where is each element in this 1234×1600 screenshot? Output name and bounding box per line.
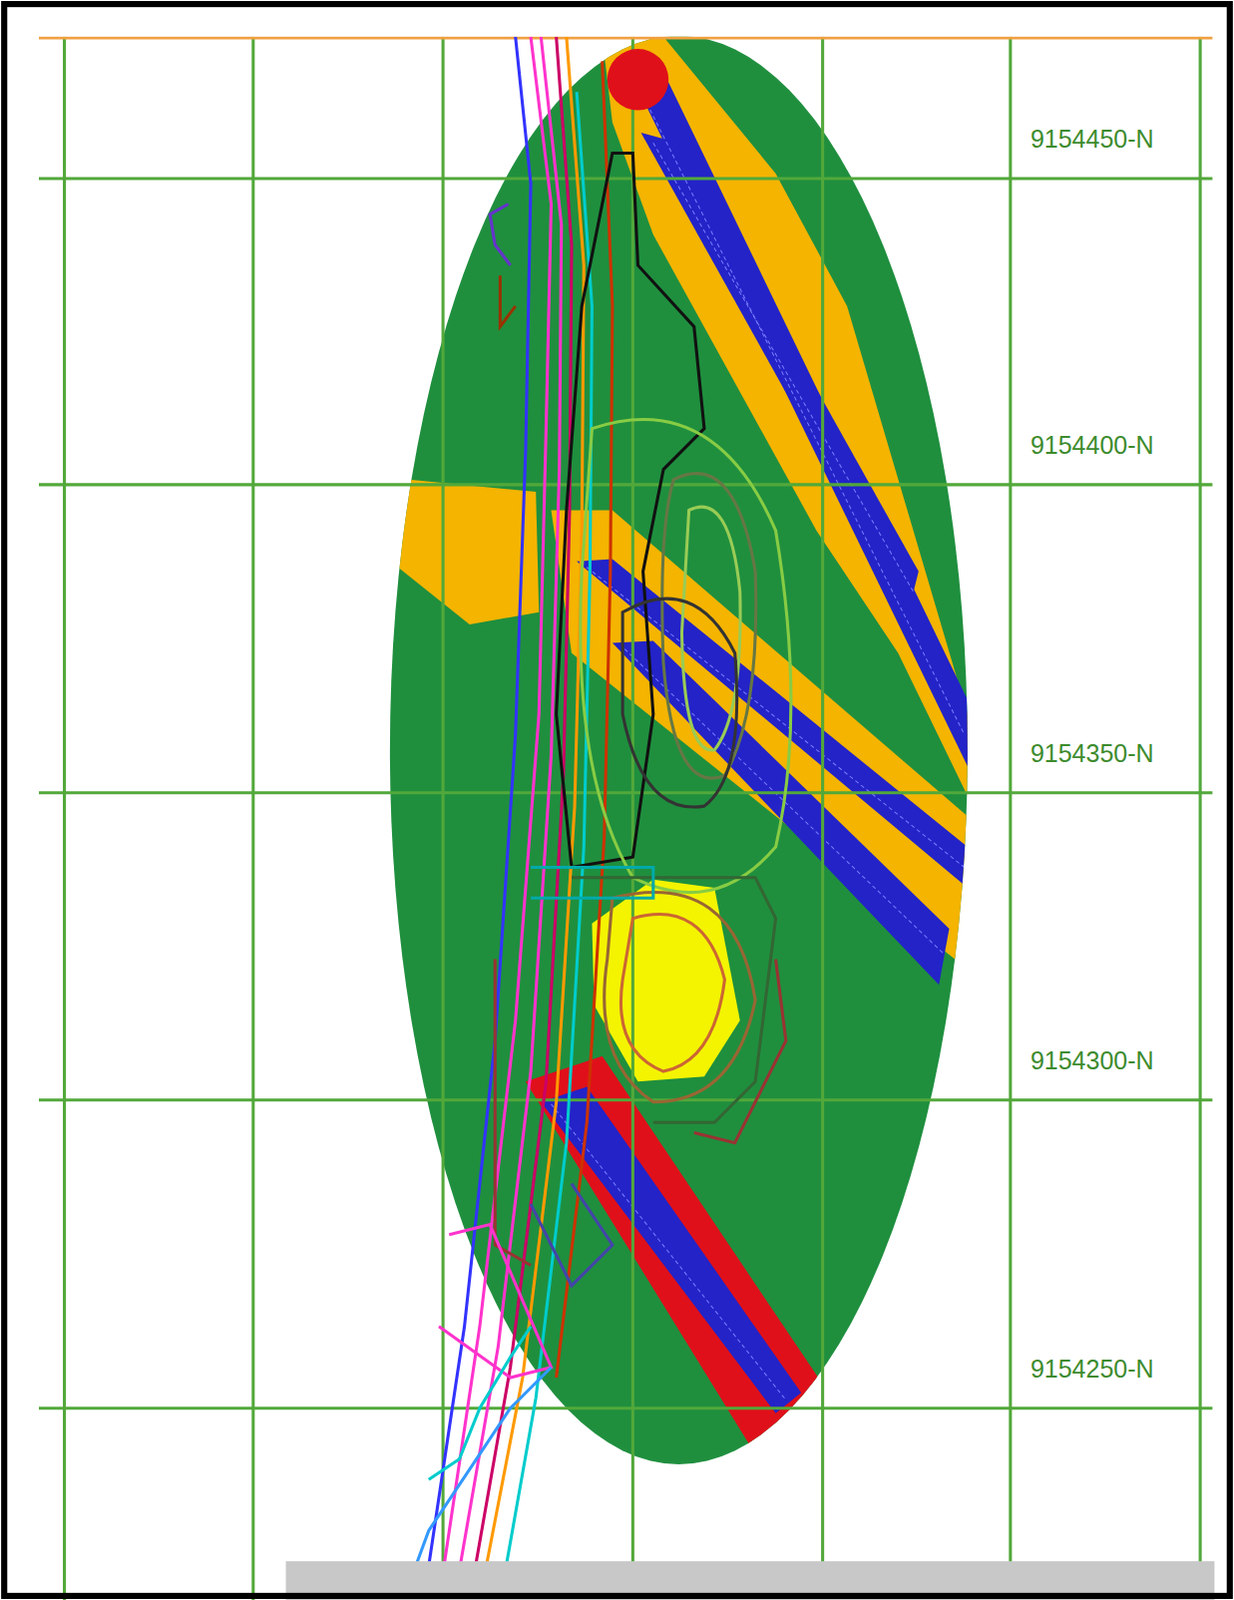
- map-shape: [586, 567, 964, 868]
- pit-linework: [403, 36, 792, 1600]
- map-shape: [494, 959, 531, 1266]
- northing-label: 9154250-N: [1028, 1355, 1157, 1384]
- map-shape: [1199, 36, 1203, 1600]
- northing-label: 9154350-N: [1028, 740, 1157, 769]
- map-shape: [1008, 36, 1012, 1600]
- map-shape: [530, 1184, 613, 1286]
- map-shape: [580, 419, 792, 893]
- blast-bands: [388, 36, 970, 1455]
- map-shape: [423, 36, 531, 1600]
- map-shape: [62, 36, 66, 1600]
- map-shape: [631, 36, 635, 1600]
- map-shape: [551, 1104, 787, 1401]
- northing-label: 9154400-N: [1028, 431, 1157, 460]
- map-shape: [620, 914, 725, 1073]
- map-shape: [441, 36, 445, 1600]
- map-shape: [622, 598, 738, 808]
- blue-band: [641, 132, 919, 613]
- map-shape: [38, 482, 1213, 486]
- northing-label: 9154300-N: [1028, 1047, 1157, 1076]
- map-shape: [551, 1104, 787, 1401]
- map-shape: [821, 36, 824, 1600]
- map-shape: [38, 1406, 1213, 1410]
- zone-ellipse: [390, 36, 968, 1465]
- map-shape: [586, 71, 964, 955]
- map-shape: [556, 152, 705, 867]
- map-shape: [38, 791, 1213, 795]
- orange-band: [388, 477, 539, 625]
- map-shape: [251, 36, 255, 1600]
- map-shape: [489, 204, 510, 266]
- map-shape: [38, 36, 1213, 1600]
- map-shape: [38, 176, 1213, 180]
- map-shape: [662, 473, 757, 780]
- northing-label: 9154450-N: [1028, 125, 1157, 154]
- map-shape: [499, 275, 515, 327]
- map-shape: [571, 877, 777, 1124]
- red-marker: [607, 48, 669, 110]
- grid: [38, 36, 1213, 1600]
- map-shape: [453, 36, 561, 1600]
- map-shape: [681, 506, 741, 751]
- map-shape: [694, 959, 787, 1144]
- map-shape: [438, 1225, 552, 1378]
- map-shape: [438, 36, 552, 1600]
- map-shape: [653, 142, 914, 592]
- top-grid-line: [38, 36, 1213, 40]
- blue-band: [540, 1086, 802, 1413]
- map-shape: [604, 891, 756, 1102]
- frame: [3, 3, 1231, 1597]
- map-shape: [38, 1098, 1213, 1102]
- map-shape: [530, 867, 654, 899]
